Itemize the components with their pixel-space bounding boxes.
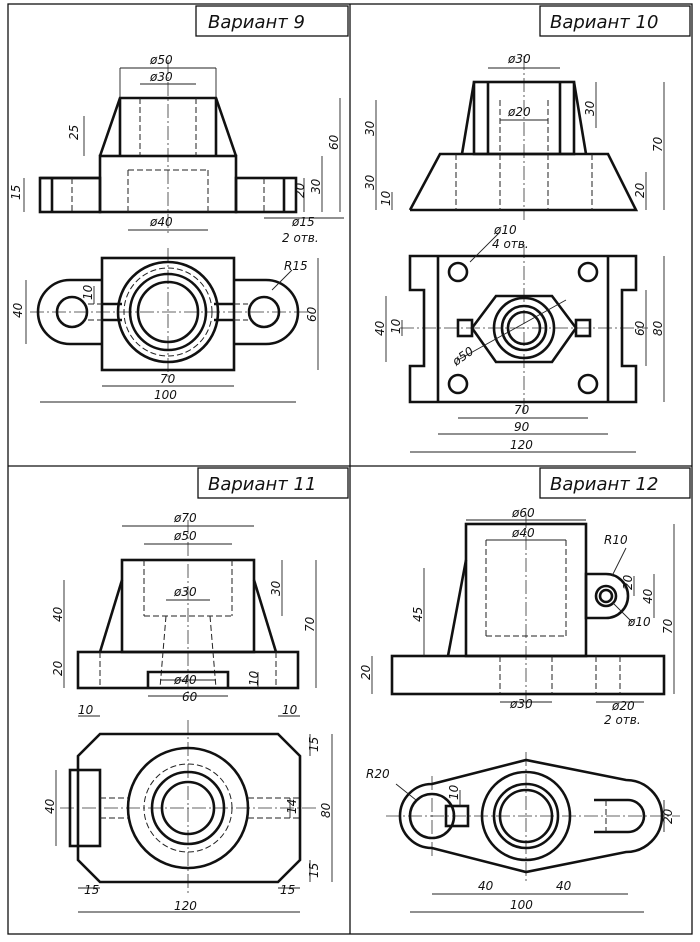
v9-dim-w100: 100 — [154, 388, 177, 402]
v11-dim-b15a: 15 — [84, 883, 99, 897]
v11-dim-w120: 120 — [174, 899, 197, 913]
v10-dim-v60: 60 — [633, 320, 647, 336]
v11-dim-d50: ø50 — [173, 529, 197, 543]
v10-dim-h70: 70 — [651, 136, 665, 152]
variant-9-top-view: 40 10 60 R15 70 100 — [11, 248, 319, 403]
variant-11-top-view: 10 10 15 40 14 80 15 15 15 120 — [43, 703, 333, 913]
v12-dim-r10: R10 — [604, 533, 628, 547]
v11-dim-v40: 40 — [43, 798, 57, 814]
v12-dim-v10: 10 — [447, 784, 461, 800]
v10-dim-v80: 80 — [651, 320, 665, 336]
v11-dim-h40: 40 — [51, 606, 65, 622]
v12-dim-d60: ø60 — [511, 506, 535, 520]
variant-9-title-box — [195, 5, 349, 37]
variant-12-front-view: ø60 ø40 R10 20 40 ø10 45 70 20 ø30 ø20 2… — [359, 506, 675, 727]
v9-dim-d50: ø50 — [149, 53, 173, 67]
v9-dim-h25: 25 — [67, 125, 81, 140]
v12-dim-w40b: 40 — [556, 879, 572, 893]
v11-dim-s15a: 15 — [307, 737, 321, 752]
v10-dim-v10: 10 — [389, 318, 403, 334]
variant-9-front-view: ø50 ø30 ø40 25 15 60 30 20 ø15 2 отв. — [9, 53, 344, 245]
v12-dim-d20: ø20 — [611, 699, 635, 713]
v11-dim-s15b: 15 — [307, 863, 321, 878]
variant-10-top-view: ø10 4 отв. ø50 40 10 60 80 70 90 120 — [373, 223, 665, 453]
variant-10-title-box — [539, 5, 691, 37]
v11-dim-d40: ø40 — [173, 673, 197, 687]
v12-dim-h20: 20 — [359, 664, 373, 680]
v9-dim-h60: 60 — [327, 134, 341, 150]
v11-dim-h10: 10 — [247, 670, 261, 686]
v12-dim-h70: 70 — [661, 618, 675, 634]
v9-dim-v60: 60 — [305, 306, 319, 322]
v10-dim-h30top: 30 — [583, 100, 597, 116]
v10-dim-h20: 20 — [633, 182, 647, 198]
v11-dim-w60: 60 — [182, 690, 198, 704]
v9-dim-h20: 20 — [293, 182, 307, 198]
variant-9-panel: Вариант 9 ø50 ø30 — [9, 5, 349, 403]
variant-11-title-box — [197, 467, 349, 499]
v10-dim-h30a: 30 — [363, 120, 377, 136]
v10-dim-d50: ø50 — [449, 344, 477, 369]
v9-dim-r15: R15 — [284, 259, 308, 273]
v11-dim-d30: ø30 — [173, 585, 197, 599]
v11-dim-d70: ø70 — [173, 511, 197, 525]
v12-dim-w100: 100 — [510, 898, 533, 912]
variant-11-front-view: ø70 ø50 ø30 ø40 60 40 20 30 70 10 — [51, 511, 317, 704]
variant-10-front-view: ø30 ø20 30 30 30 10 70 20 — [363, 52, 665, 220]
v12-dim-holes: 2 отв. — [604, 713, 641, 727]
v9-dim-h30: 30 — [309, 178, 323, 194]
v9-dim-v40: 40 — [11, 302, 25, 318]
v11-dim-h30: 30 — [269, 580, 283, 596]
v12-dim-h20a: 20 — [621, 574, 635, 590]
variant-10-title: Вариант 10 — [550, 12, 658, 33]
v10-dim-d20: ø20 — [507, 105, 531, 119]
v10-dim-d10: ø10 — [493, 223, 517, 237]
variant-12-top-view: R20 10 20 40 40 100 — [366, 752, 680, 913]
v10-dim-h30b: 30 — [363, 174, 377, 190]
v11-dim-t10b: 10 — [282, 703, 298, 717]
v12-dim-r20: R20 — [366, 767, 390, 781]
v12-dim-v20: 20 — [661, 808, 675, 824]
v11-dim-b15b: 15 — [280, 883, 295, 897]
v9-dim-h15: 15 — [9, 185, 23, 200]
v11-dim-h20: 20 — [51, 660, 65, 676]
variant-11-title: Вариант 11 — [208, 474, 316, 495]
v11-dim-v80: 80 — [319, 802, 333, 818]
v12-dim-h45: 45 — [411, 607, 425, 622]
v9-dim-d15: ø15 — [291, 215, 315, 229]
variant-11-panel: Вариант 11 ø70 ø50 ø30 ø40 60 — [43, 467, 349, 913]
v9-dim-d40: ø40 — [149, 215, 173, 229]
v12-dim-h40: 40 — [641, 588, 655, 604]
v9-dim-holes: 2 отв. — [282, 231, 319, 245]
v10-dim-w90: 90 — [514, 420, 530, 434]
v12-dim-d30: ø30 — [509, 697, 533, 711]
v12-dim-d10: ø10 — [627, 615, 651, 629]
variant-10-panel: Вариант 10 ø30 ø20 30 30 30 10 — [363, 5, 691, 453]
v11-dim-v14: 14 — [285, 799, 299, 814]
v9-dim-w70: 70 — [160, 372, 176, 386]
variant-12-panel: Вариант 12 ø60 ø40 R10 20 — [359, 467, 691, 913]
v10-dim-v40: 40 — [373, 320, 387, 336]
v12-dim-d40: ø40 — [511, 526, 535, 540]
v10-dim-w120: 120 — [510, 438, 533, 452]
variant-12-title: Вариант 12 — [550, 474, 658, 495]
v12-dim-w40a: 40 — [478, 879, 494, 893]
v10-dim-d30: ø30 — [507, 52, 531, 66]
v9-dim-v10: 10 — [81, 284, 95, 300]
variant-12-title-box — [539, 467, 691, 499]
v10-dim-holes: 4 отв. — [492, 237, 529, 251]
v11-dim-h70: 70 — [303, 616, 317, 632]
v9-dim-d30: ø30 — [149, 70, 173, 84]
variant-9-title: Вариант 9 — [208, 12, 305, 33]
v10-dim-h10: 10 — [379, 190, 393, 206]
v11-dim-t10a: 10 — [78, 703, 94, 717]
v10-dim-w70: 70 — [514, 403, 530, 417]
